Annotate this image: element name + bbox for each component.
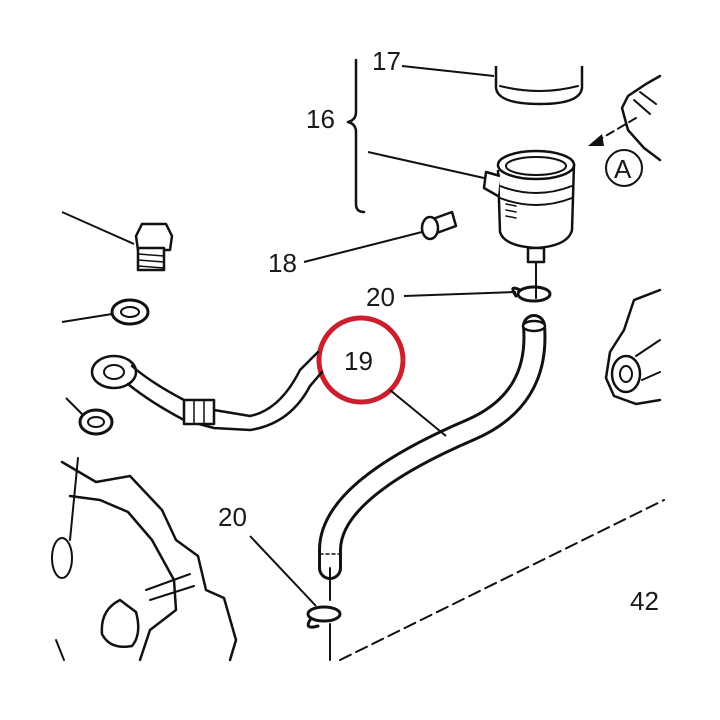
reservoir-cap [494,66,584,106]
sealing-washer-top [110,298,150,326]
handlebar-fragment [604,74,662,406]
highlight-circle [316,315,406,405]
view-a-circle [605,149,643,187]
view-arrow-head [588,134,604,146]
brake-line [90,350,324,432]
reference-line [339,499,665,661]
brake-hose-19 [318,314,547,601]
callout-18: 18 [268,248,297,278]
hose-clip-bottom [306,605,342,661]
callout-19: 19 [344,346,373,376]
bracket-16 [346,58,366,214]
master-cylinder [51,457,238,662]
leader-17 [401,65,495,77]
leader-banjo-bolt [61,211,135,245]
hose-clip-top [511,285,552,303]
leader-washer-top [61,313,113,323]
callout-20-top: 20 [366,282,395,312]
leader-20-bottom [249,535,317,607]
callout-20-bottom: 20 [218,502,247,532]
banjo-bolt [134,222,174,272]
callout-17: 17 [372,46,401,76]
leader-18 [303,231,423,263]
view-a-label: A [614,154,632,184]
sealing-washer-bottom [78,408,114,436]
callout-16: 16 [306,104,335,134]
leader-19 [389,389,447,437]
leader-washer-bottom [65,397,83,415]
callout-42: 42 [630,586,659,616]
leader-20-top [403,291,517,297]
leader-16 [367,151,485,179]
fluid-reservoir [482,149,576,299]
screw-18 [420,210,458,241]
